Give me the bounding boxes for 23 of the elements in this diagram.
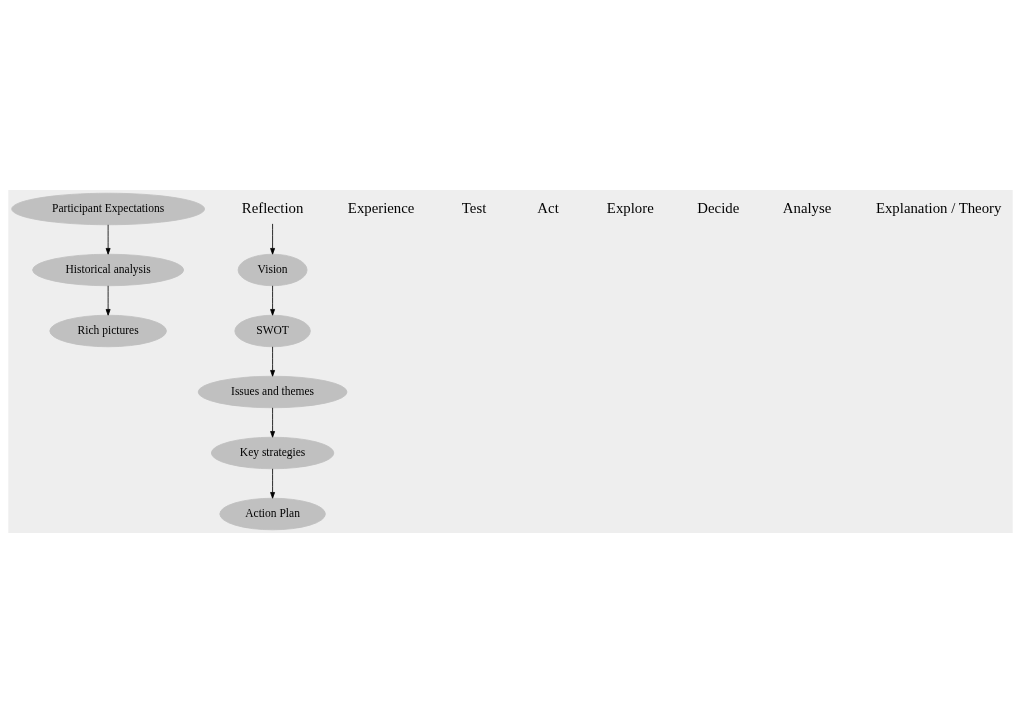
label: Decide [697, 199, 740, 216]
arrow [270, 284, 275, 316]
node-ellipse: Key strategies [210, 436, 335, 469]
label: Explanation / Theory [875, 199, 1002, 216]
label: Explore [606, 199, 654, 216]
node-text: Reflection [241, 199, 304, 216]
node-ellipse: Vision [237, 253, 308, 286]
arrow [270, 345, 275, 377]
label: Experience [347, 199, 415, 216]
label: Analyse [782, 199, 832, 216]
node-ellipse: Historical analysis [32, 253, 185, 286]
arrow [270, 222, 275, 255]
node-ellipse: Rich pictures [49, 314, 167, 347]
node-ellipse: Action Plan [219, 497, 326, 530]
arrow [105, 284, 111, 316]
node-ellipse: SWOT [234, 314, 311, 347]
arrow [105, 223, 111, 255]
node-ellipse: Participant Expectations [11, 192, 205, 225]
label: Test [461, 199, 487, 216]
arrow [270, 406, 275, 438]
label: Act [537, 199, 559, 216]
node-ellipse: Issues and themes [197, 375, 348, 408]
arrow [270, 467, 275, 499]
